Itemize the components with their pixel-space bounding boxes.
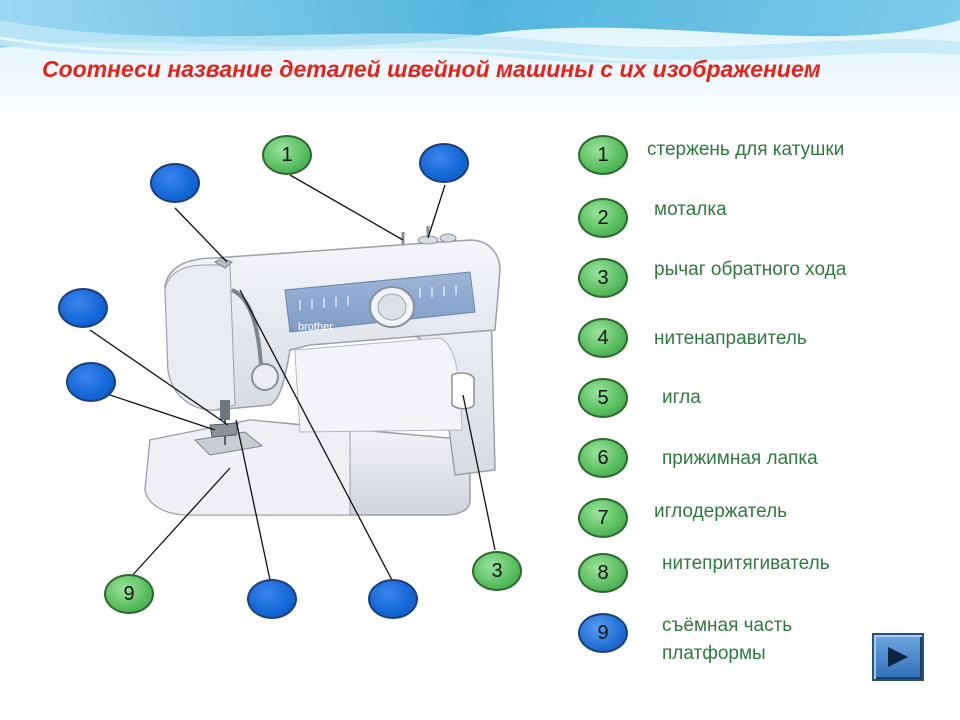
diagram-label-left-upper xyxy=(58,288,108,328)
term-label-2: моталка xyxy=(654,199,727,220)
term-badge-8[interactable]: 8 xyxy=(578,553,628,593)
diagram-label-top-middle: 1 xyxy=(262,135,312,175)
diagram-label-top-left xyxy=(150,163,200,203)
term-label-6: прижимная лапка xyxy=(662,448,818,469)
term-badge-7[interactable]: 7 xyxy=(578,498,628,538)
term-label-9: съёмная часть платформы xyxy=(662,615,793,664)
diagram-label-bottom-middle xyxy=(247,579,297,619)
term-badge-3[interactable]: 3 xyxy=(578,258,628,298)
term-label-7: иглодержатель xyxy=(654,501,788,522)
term-label-1: стержень для катушки xyxy=(647,139,845,160)
term-label-5: игла xyxy=(662,387,701,408)
play-triangle-icon xyxy=(888,647,908,667)
leader-lines xyxy=(89,174,496,581)
wave-header-decoration xyxy=(0,0,960,130)
slide-title: Соотнеси название деталей швейной машины… xyxy=(42,56,821,82)
term-label-4: нитенаправитель xyxy=(654,328,807,349)
term-label-3: рычаг обратного хода xyxy=(654,259,847,280)
term-badge-1[interactable]: 1 xyxy=(578,135,628,175)
diagram-label-top-right xyxy=(419,143,469,183)
brand-label: brother xyxy=(298,321,333,333)
next-slide-button[interactable] xyxy=(872,633,924,681)
diagram-label-left-lower xyxy=(66,362,116,402)
term-badge-4[interactable]: 4 xyxy=(578,318,628,358)
term-badge-9[interactable]: 9 xyxy=(578,613,628,653)
term-label-8: нитепритягиватель xyxy=(662,553,830,574)
diagram-label-bottom-left: 9 xyxy=(104,574,154,614)
term-badge-5[interactable]: 5 xyxy=(578,378,628,418)
term-badge-2[interactable]: 2 xyxy=(578,198,628,238)
term-badge-6[interactable]: 6 xyxy=(578,438,628,478)
diagram-label-right-lower: 3 xyxy=(472,551,522,591)
sewing-machine-body: brother xyxy=(144,226,501,516)
diagram-label-bottom-right xyxy=(368,579,418,619)
